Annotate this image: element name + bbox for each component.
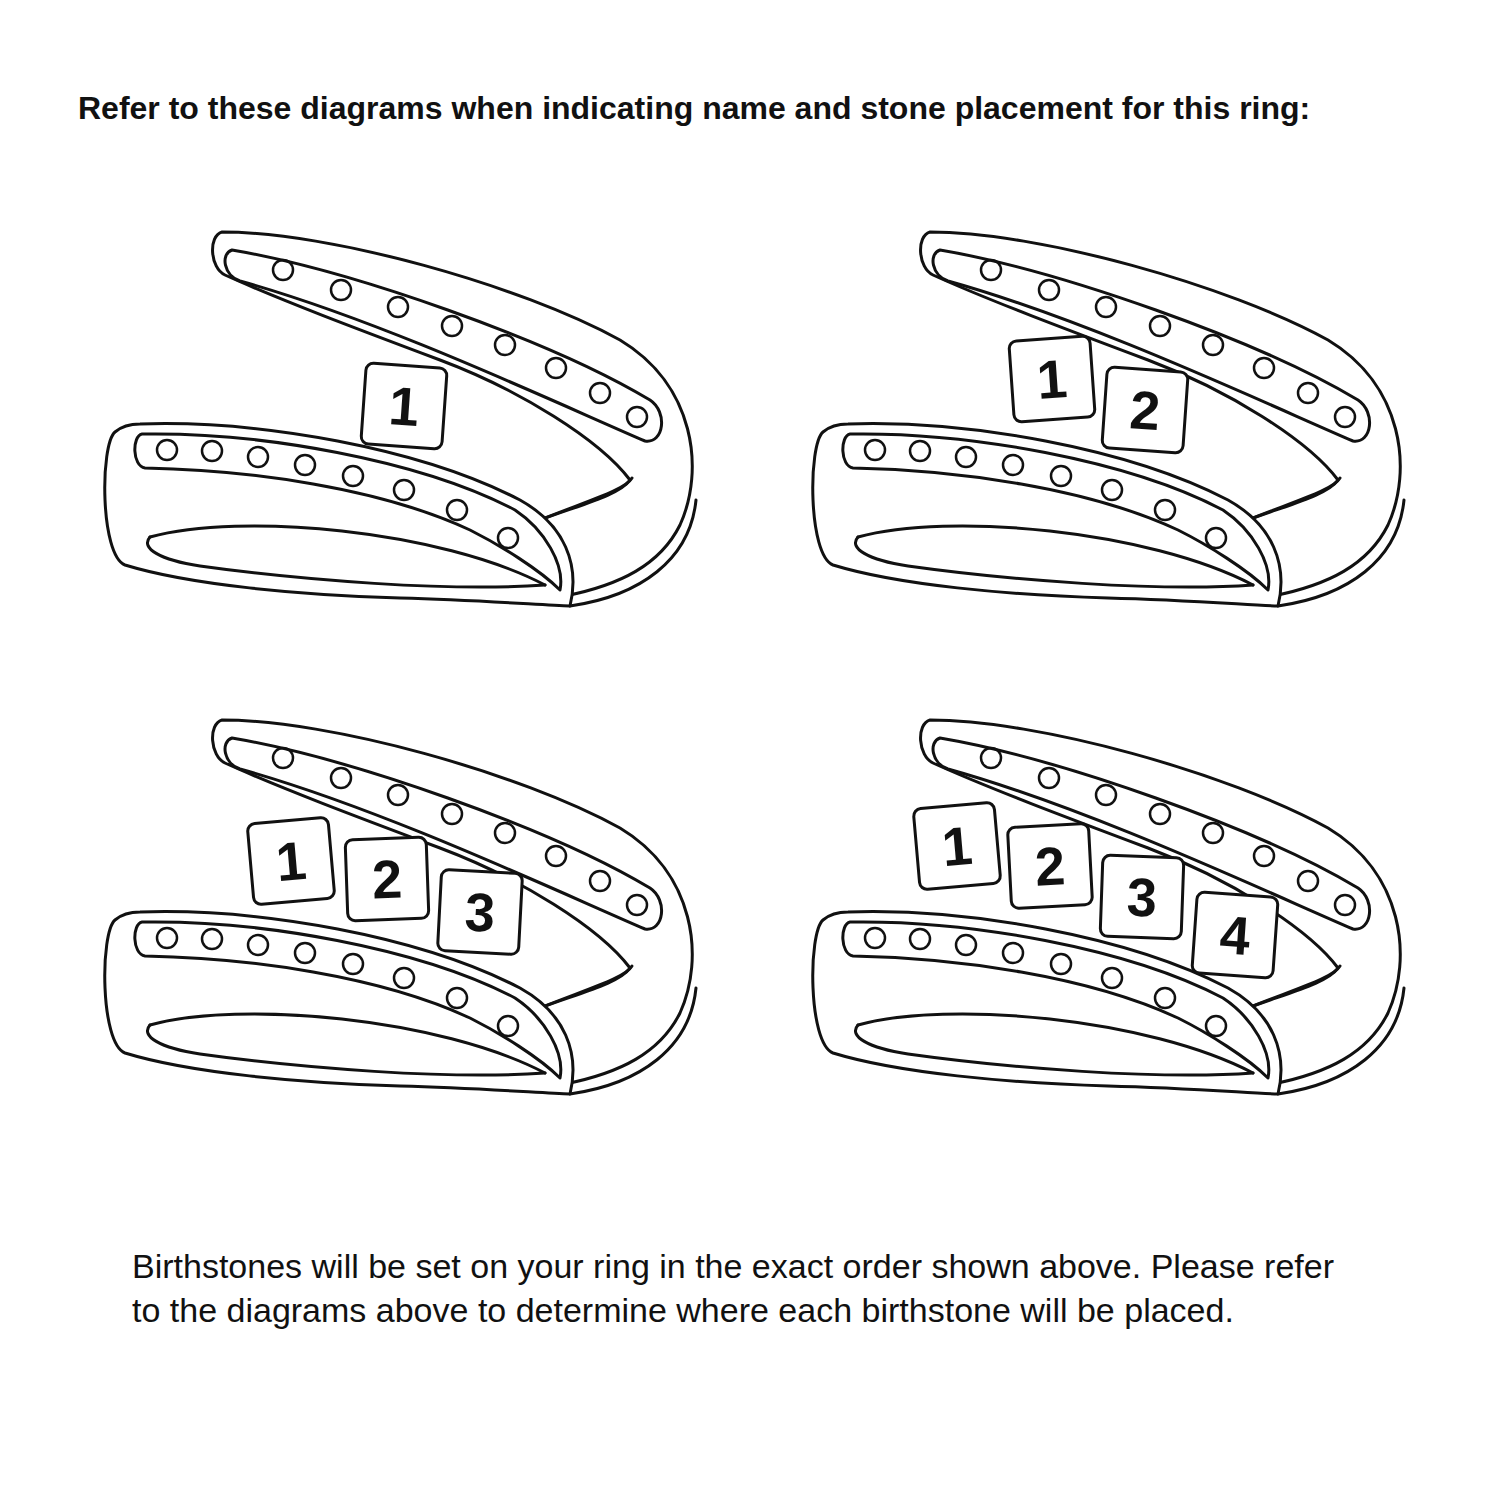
- callout-number: 3: [463, 881, 496, 942]
- ring-drawing: [105, 720, 696, 1094]
- callout-number: 1: [273, 830, 308, 892]
- callout-number: 4: [1218, 904, 1252, 966]
- stone-position-box: 2: [1100, 365, 1190, 455]
- stone-position-box: 3: [1099, 854, 1186, 941]
- ring-drawing: [105, 232, 696, 606]
- stone-position-box: 1: [911, 800, 1002, 891]
- callout-number: 1: [1035, 348, 1069, 410]
- callout-number: 1: [387, 375, 421, 437]
- stone-position-box: 1: [1007, 334, 1097, 424]
- stone-position-box: 3: [436, 868, 524, 956]
- ring-drawing: [813, 720, 1404, 1094]
- page-title: Refer to these diagrams when indicating …: [78, 88, 1478, 128]
- stone-position-box: 1: [245, 815, 336, 906]
- ring-drawing: [813, 232, 1404, 606]
- callout-number: 1: [939, 815, 974, 877]
- stone-position-box: 1: [359, 361, 449, 451]
- caption-note: Birthstones will be set on your ring in …: [132, 1244, 1352, 1332]
- stone-position-box: 4: [1190, 890, 1280, 980]
- callout-number: 3: [1126, 866, 1158, 927]
- stone-position-box: 2: [1006, 822, 1094, 910]
- callout-number: 2: [371, 848, 403, 909]
- callout-number: 2: [1033, 835, 1066, 896]
- stone-position-box: 2: [344, 836, 431, 923]
- callout-number: 2: [1128, 379, 1162, 441]
